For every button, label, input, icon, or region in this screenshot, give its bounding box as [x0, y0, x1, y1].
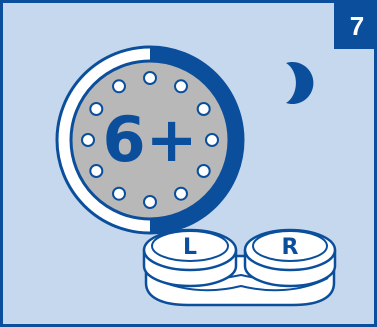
clock-hour-dot: [82, 134, 94, 146]
clock-hour-dot: [198, 103, 210, 115]
step-number-badge: 7: [334, 3, 377, 49]
clock-hour-dot: [175, 80, 187, 92]
clock-hour-dot: [144, 72, 156, 84]
illustration: 6+ L R: [3, 3, 377, 327]
case-cap-right: R: [245, 230, 335, 286]
lens-case-icon: L R: [144, 230, 335, 305]
clock-hour-dot: [198, 165, 210, 177]
clock-hour-dot: [144, 196, 156, 208]
crescent-moon-icon: [286, 62, 313, 104]
clock-hour-dot: [175, 188, 187, 200]
clock-label: 6+: [102, 103, 197, 176]
case-right-label: R: [282, 235, 299, 260]
clock-hour-dot: [206, 134, 218, 146]
clock-hour-dot: [90, 103, 102, 115]
clock-hour-dot: [113, 80, 125, 92]
clock-hour-dot: [90, 165, 102, 177]
case-cap-left: L: [144, 230, 236, 286]
clock-icon: 6+: [57, 47, 243, 233]
case-left-label: L: [183, 235, 197, 260]
clock-hour-dot: [113, 188, 125, 200]
